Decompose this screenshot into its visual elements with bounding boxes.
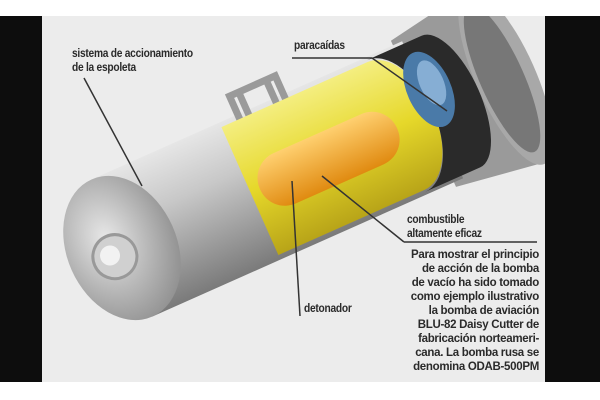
note-line: de vacío ha sido tomado xyxy=(411,277,540,289)
note-line: de acción de la bomba xyxy=(421,263,539,275)
note-line: Para mostrar el principio xyxy=(411,249,539,261)
label-detonator: detonador xyxy=(304,301,352,315)
label-fuel: combustible altamente eficaz xyxy=(407,212,482,240)
label-fuze-system: sistema de accionamiento de la espoleta xyxy=(72,46,193,74)
label-fuze-system-line2: de la espoleta xyxy=(72,60,136,74)
explanatory-note: Para mostrar el principio de acción de l… xyxy=(410,248,540,374)
detonator-charge xyxy=(257,111,400,206)
leader-lines xyxy=(83,57,537,317)
bomb-illustration xyxy=(63,16,545,321)
note-line: como ejemplo ilustrativo xyxy=(410,291,540,303)
note-line: cana. La bomba rusa se xyxy=(415,347,539,359)
note-line: la bomba de aviación xyxy=(428,305,540,317)
label-fuel-line2: altamente eficaz xyxy=(407,226,482,240)
bomb-diagram: sistema de accionamiento de la espoleta … xyxy=(42,16,545,382)
label-fuze-system-line1: sistema de accionamiento xyxy=(72,46,193,60)
label-fuel-line1: combustible xyxy=(407,212,465,226)
note-line: BLU-82 Daisy Cutter de xyxy=(417,319,540,331)
tail-section xyxy=(366,34,491,192)
note-line: fabricación norteameri- xyxy=(418,333,539,345)
label-parachute: paracaídas xyxy=(294,38,345,52)
note-line: denomina ODAB-500PM xyxy=(413,361,539,373)
